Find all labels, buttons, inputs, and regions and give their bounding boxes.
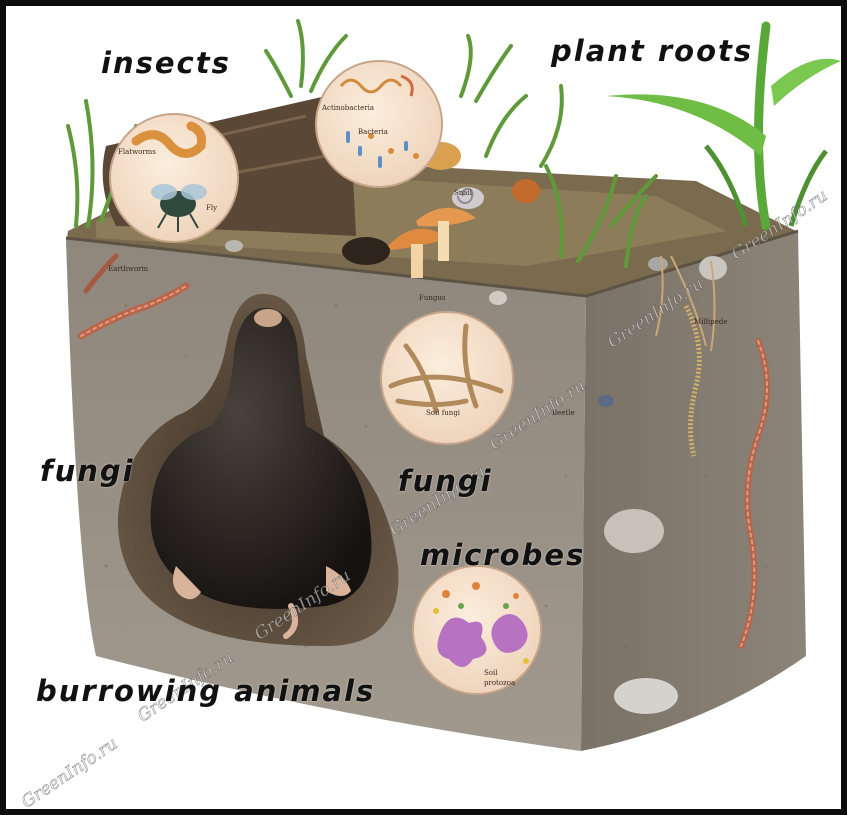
- inset-soil-fungi: [381, 312, 513, 444]
- inset-bacteria: [316, 61, 442, 187]
- label-fungi-left: fungi: [40, 454, 135, 488]
- inset-microbes: [413, 566, 541, 694]
- inset-caption-soil: Soil: [484, 669, 498, 677]
- soil-ecosystem-diagram: Flatworms Fly Actinobacteria Bacteria So…: [6, 6, 841, 809]
- inset-caption-bacteria: Bacteria: [358, 128, 388, 136]
- label-microbes: microbes: [420, 538, 585, 572]
- label-plant-roots: plant roots: [551, 34, 753, 68]
- label-burrowing-animals: burrowing animals: [36, 674, 375, 708]
- label-insects: insects: [101, 46, 231, 80]
- small-label-earthworm: Earthworm: [108, 265, 148, 273]
- inset-caption-flatworms: Flatworms: [118, 148, 156, 156]
- small-label-fungus: Fungus: [419, 294, 445, 302]
- inset-caption-actinobacteria: Actinobacteria: [322, 104, 374, 112]
- inset-caption-protozoa: protozoa: [484, 679, 515, 687]
- small-label-snail: Snail: [454, 189, 472, 197]
- label-fungi-center: fungi: [398, 464, 493, 498]
- inset-insects: [110, 114, 238, 242]
- inset-caption-soil-fungi: Soil fungi: [426, 409, 460, 417]
- inset-caption-fly: Fly: [206, 204, 217, 212]
- small-label-millipede: Millipede: [694, 318, 727, 326]
